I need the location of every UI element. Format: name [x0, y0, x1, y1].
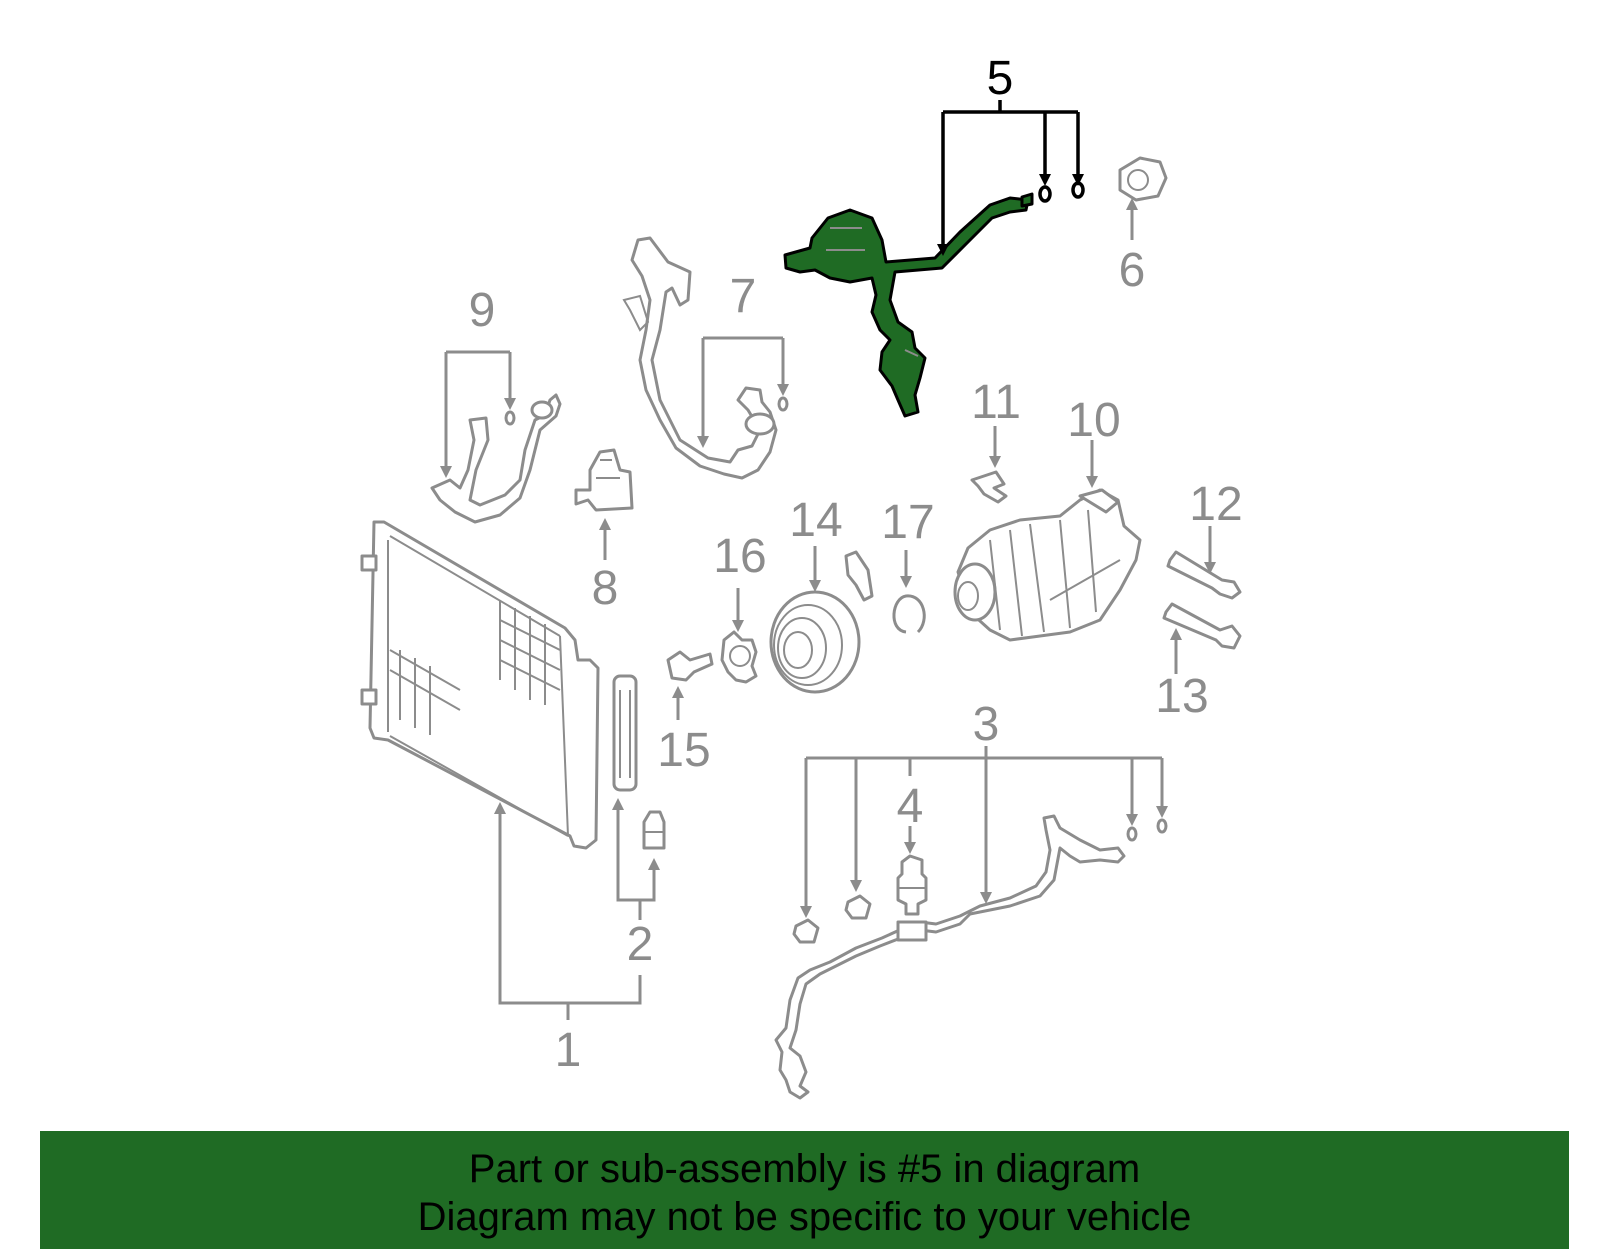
part-16-callout: [732, 588, 744, 632]
label-12: 12: [1189, 478, 1242, 531]
label-5: 5: [987, 52, 1014, 105]
part-17-callout: [900, 550, 912, 588]
label-1: 1: [555, 1024, 582, 1077]
part-5-callout: [937, 100, 1085, 256]
part-13-bolt[interactable]: [1162, 602, 1242, 650]
part-8-callout: [599, 518, 611, 560]
part-12-callout: [1204, 526, 1216, 574]
part-9-liquid-line[interactable]: [430, 393, 562, 524]
part-15-callout: [672, 686, 684, 720]
part-4-callout: [904, 826, 916, 854]
part-6-sensor[interactable]: [1118, 156, 1168, 202]
part-16-gasket[interactable]: [720, 630, 758, 684]
part-4-pressure-switch[interactable]: [896, 854, 928, 916]
part-6-callout: [1126, 198, 1138, 240]
part-1-condenser[interactable]: [360, 520, 600, 850]
label-13: 13: [1155, 670, 1208, 723]
part-1-callout: [494, 802, 642, 1020]
part-13-callout: [1170, 628, 1182, 674]
info-banner: Part or sub-assembly is #5 in diagram Di…: [40, 1131, 1569, 1249]
part-15-bolt[interactable]: [666, 650, 714, 682]
label-10: 10: [1067, 394, 1120, 447]
label-14: 14: [789, 494, 842, 547]
part-11-callout: [989, 426, 1001, 468]
label-17: 17: [881, 496, 934, 549]
part-8-bracket[interactable]: [574, 448, 634, 512]
banner-line-2: Diagram may not be specific to your vehi…: [417, 1195, 1192, 1239]
part-11-bracket-clip[interactable]: [970, 470, 1008, 504]
label-15: 15: [657, 724, 710, 777]
label-16: 16: [713, 530, 766, 583]
label-7: 7: [730, 270, 757, 323]
part-14-callout: [809, 546, 821, 592]
part-2-receiver-drier[interactable]: [612, 674, 666, 850]
part-7-callout: [697, 336, 789, 448]
part-17-snap-ring[interactable]: [892, 594, 926, 634]
part-3-discharge-line[interactable]: [774, 814, 1126, 1100]
part-12-stud[interactable]: [1166, 550, 1242, 600]
part-5-hose-assembly[interactable]: [783, 192, 1034, 418]
part-10-compressor[interactable]: [953, 488, 1142, 642]
label-3: 3: [973, 698, 1000, 751]
part-10-callout: [1086, 440, 1098, 488]
banner-line-1: Part or sub-assembly is #5 in diagram: [468, 1147, 1141, 1191]
label-4: 4: [897, 780, 924, 833]
part-9-callout: [440, 350, 516, 478]
label-2: 2: [627, 918, 654, 971]
part-14-clutch-pulley[interactable]: [769, 550, 874, 694]
label-11: 11: [971, 376, 1021, 429]
label-6: 6: [1119, 244, 1146, 297]
label-9: 9: [469, 284, 496, 337]
part-2-callout: [612, 798, 660, 920]
label-8: 8: [592, 562, 619, 615]
part-3-callout: [792, 746, 1168, 944]
part-7-suction-line[interactable]: [622, 236, 778, 480]
